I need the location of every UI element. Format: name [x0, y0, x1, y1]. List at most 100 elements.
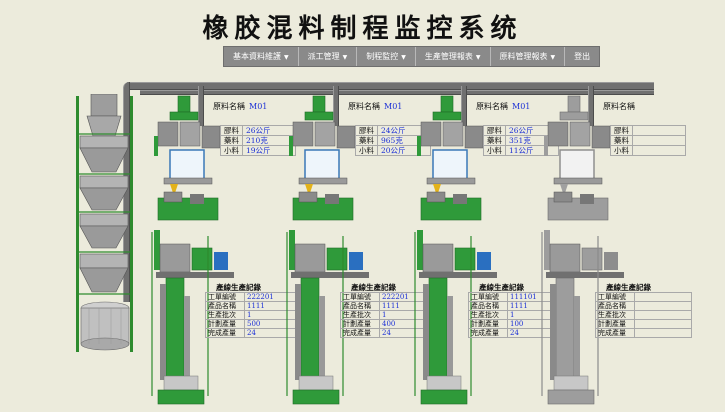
material-value: 11公斤 [505, 145, 559, 156]
material-key: 藥料 [483, 135, 506, 146]
record-key: 工單編號 [468, 292, 508, 302]
production-line-machinery [541, 95, 624, 405]
menu-label: 原料管理報表 [499, 52, 548, 61]
menu-dispatch[interactable]: 派工管理▼ [299, 47, 358, 66]
overhead-pipe-lower [140, 90, 654, 95]
record-key: 生產批次 [340, 310, 380, 320]
feed-pipe-drop [461, 86, 467, 126]
menu-logout[interactable]: 登出 [565, 47, 599, 66]
material-value [632, 125, 686, 136]
material-name-value: M01 [249, 102, 268, 111]
menu-basic-data[interactable]: 基本資料維護▼ [224, 47, 299, 66]
record-key: 生產批次 [595, 310, 635, 320]
record-key: 產品名稱 [595, 301, 635, 311]
record-value [634, 310, 692, 320]
record-value [634, 292, 692, 302]
record-key: 產品名稱 [468, 301, 508, 311]
material-value [632, 145, 686, 156]
material-name-label: 原料名稱 [603, 101, 639, 112]
record-key: 完成產量 [595, 328, 635, 338]
record-key: 完成產量 [205, 328, 245, 338]
material-weight-table: 膠料藥料小料 [610, 125, 686, 156]
material-key: 膠料 [610, 125, 633, 136]
record-key: 生產批次 [205, 310, 245, 320]
menu-production-report[interactable]: 生產管理報表▼ [416, 47, 491, 66]
chevron-down-icon: ▼ [401, 54, 406, 61]
material-name-label: 原料名稱 M01 [213, 101, 267, 112]
production-record-title: 產線生產記錄 [606, 283, 651, 292]
material-name-label: 原料名稱 M01 [476, 101, 530, 112]
main-menu: 基本資料維護▼ 派工管理▼ 制程監控▼ 生產管理報表▼ 原料管理報表▼ 登出 [223, 46, 601, 67]
feed-pipe-drop [198, 86, 204, 126]
material-name-label: 原料名稱 M01 [348, 101, 402, 112]
record-key: 工單編號 [340, 292, 380, 302]
table-row: 膠料 [610, 125, 686, 136]
record-key: 工單編號 [595, 292, 635, 302]
record-key: 計劃產量 [468, 319, 508, 329]
storage-silo-tower [76, 94, 133, 352]
menu-label: 派工管理 [307, 52, 340, 61]
production-record-title: 產線生產記錄 [479, 283, 524, 292]
material-name-key: 原料名稱 [348, 102, 380, 111]
material-key: 藥料 [610, 135, 633, 146]
material-key: 膠料 [220, 125, 243, 136]
page-title: 橡胶混料制程监控系统 [202, 14, 523, 44]
chevron-down-icon: ▼ [550, 54, 556, 61]
menu-label: 制程監控 [366, 52, 399, 61]
material-name-key: 原料名稱 [476, 102, 508, 111]
production-line-machinery [286, 95, 369, 405]
menu-material-report[interactable]: 原料管理報表▼ [491, 47, 566, 66]
material-name-value: M01 [384, 102, 403, 111]
production-record-title: 產線生產記錄 [216, 283, 261, 292]
production-record-title: 產線生產記錄 [351, 283, 396, 292]
table-row: 產品名稱 [595, 301, 692, 311]
record-key: 計劃產量 [340, 319, 380, 329]
table-row: 完成產量 [595, 328, 692, 338]
material-name-key: 原料名稱 [213, 102, 245, 111]
record-key: 產品名稱 [340, 301, 380, 311]
material-key: 小料 [483, 145, 506, 156]
record-value [634, 301, 692, 311]
material-key: 小料 [220, 145, 243, 156]
record-value [634, 319, 692, 329]
record-key: 產品名稱 [205, 301, 245, 311]
material-value: 19公斤 [242, 145, 296, 156]
production-record-table: 工單編號產品名稱生產批次計劃產量完成產量 [595, 292, 692, 338]
material-key: 小料 [610, 145, 633, 156]
menu-label: 生產管理報表 [424, 52, 473, 61]
material-key: 膠料 [483, 125, 506, 136]
table-row: 小料 [610, 145, 686, 156]
production-line-machinery [414, 95, 497, 405]
material-key: 藥料 [220, 135, 243, 146]
record-key: 計劃產量 [595, 319, 635, 329]
material-value [632, 135, 686, 146]
menu-process-monitor[interactable]: 制程監控▼ [357, 47, 416, 66]
chevron-down-icon: ▼ [475, 54, 481, 61]
material-key: 小料 [355, 145, 378, 156]
table-row: 藥料 [610, 135, 686, 146]
feed-pipe-drop [333, 86, 339, 126]
table-row: 生產批次 [595, 310, 692, 320]
record-key: 計劃產量 [205, 319, 245, 329]
menu-label: 登出 [574, 52, 591, 61]
material-name-value: M01 [512, 102, 531, 111]
table-row: 計劃產量 [595, 319, 692, 329]
overhead-pipe [127, 82, 654, 90]
material-key: 膠料 [355, 125, 378, 136]
material-value: 20公斤 [377, 145, 431, 156]
menu-label: 基本資料維護 [233, 52, 281, 61]
table-row: 工單編號 [595, 292, 692, 302]
material-name-key: 原料名稱 [603, 102, 635, 111]
chevron-down-icon: ▼ [342, 54, 348, 61]
feed-pipe-drop [588, 86, 594, 126]
record-key: 工單編號 [205, 292, 245, 302]
